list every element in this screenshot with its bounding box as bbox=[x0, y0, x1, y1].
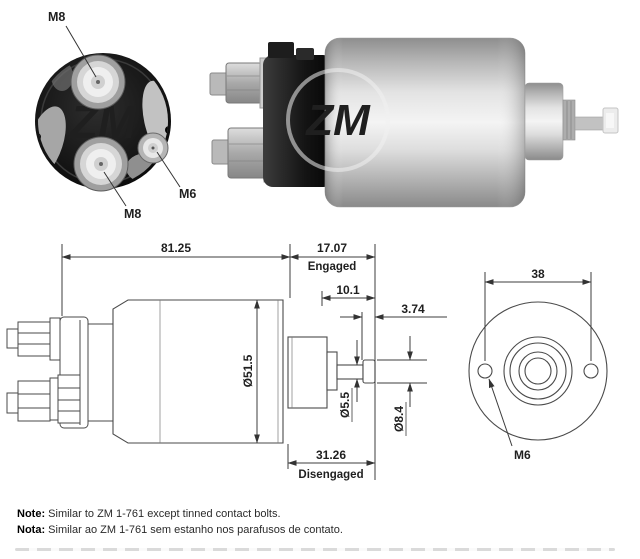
contact-bolt-top bbox=[209, 57, 271, 109]
nose bbox=[524, 82, 564, 161]
label-engaged: Engaged bbox=[308, 261, 357, 273]
side-view-dimensions bbox=[61, 244, 447, 480]
dim-body-diameter: Ø51.5 bbox=[241, 354, 255, 387]
leader-line-m8-top bbox=[65, 25, 97, 78]
bolt-tip bbox=[209, 72, 229, 96]
boss-ring bbox=[518, 351, 558, 391]
collar bbox=[562, 99, 576, 141]
front-view bbox=[468, 301, 608, 441]
side-view-bracket bbox=[6, 316, 113, 429]
bolt-hex-top bbox=[17, 321, 51, 357]
bolt-hex-bottom bbox=[17, 380, 51, 422]
contact-dot bbox=[96, 80, 100, 84]
leader-line-m6 bbox=[156, 151, 181, 188]
bore-circle bbox=[524, 357, 552, 385]
bolt-washer-bottom bbox=[49, 377, 59, 421]
leader-line-m6-thread bbox=[488, 378, 513, 447]
note-en: Note: Similar to ZM 1-761 except tinned … bbox=[17, 506, 343, 522]
nose-outline bbox=[287, 336, 328, 409]
plunger-shaft bbox=[574, 116, 604, 131]
dim-tip-diameter: Ø8.4 bbox=[392, 406, 406, 432]
note-pt-text: Similar ao ZM 1-761 sem estanho nos para… bbox=[45, 524, 343, 536]
note-pt: Nota: Similar ao ZM 1-761 sem estanho no… bbox=[17, 522, 343, 538]
dim-engaged-length: 17.07 bbox=[317, 241, 347, 255]
boss-ring bbox=[509, 342, 567, 400]
dim-hole-spacing: 38 bbox=[531, 267, 545, 281]
front-view-dimensions bbox=[484, 272, 592, 447]
note-en-text: Similar to ZM 1-761 except tinned contac… bbox=[45, 508, 281, 520]
front-view-dim-text: 38 M6 bbox=[514, 267, 545, 462]
dim-stroke: 10.1 bbox=[336, 283, 360, 297]
tip-outline bbox=[362, 359, 376, 384]
bolt-hex bbox=[227, 127, 267, 179]
notes-block: Note: Similar to ZM 1-761 except tinned … bbox=[17, 506, 343, 538]
contact-dot bbox=[99, 162, 103, 166]
left-bracket-highlight bbox=[38, 106, 66, 178]
label-disengaged: Disengaged bbox=[298, 469, 363, 481]
boss-ring bbox=[503, 336, 573, 406]
cap bbox=[263, 55, 333, 187]
bolt-tip bbox=[211, 139, 231, 165]
note-en-label: Note: bbox=[17, 508, 46, 520]
bolt-tip-top bbox=[6, 328, 19, 349]
watermark-text: ZM bbox=[304, 96, 371, 145]
mount-hole-left bbox=[477, 363, 493, 379]
m8-bottom-contact bbox=[73, 136, 129, 192]
m8-top-contact bbox=[70, 54, 126, 110]
label-m6-thread: M6 bbox=[514, 448, 531, 462]
cropped-text-remnant bbox=[15, 548, 615, 551]
note-pt-label: Nota: bbox=[17, 524, 46, 536]
zm-watermark: ZM bbox=[286, 68, 390, 172]
label-m6: M6 bbox=[179, 187, 196, 201]
bolt-tip-bottom bbox=[6, 392, 19, 414]
shaft-outline bbox=[336, 364, 364, 380]
bolt-washer-top bbox=[49, 317, 61, 361]
bolt-hex bbox=[225, 62, 263, 104]
terminal-dot bbox=[151, 146, 155, 150]
flange-outline bbox=[326, 351, 338, 391]
cap-tab-small bbox=[296, 48, 314, 60]
label-m8-top: M8 bbox=[48, 10, 65, 24]
label-m8-bottom: M8 bbox=[124, 207, 141, 221]
side-view-dim-text: 81.25 17.07 Engaged 10.1 3.74 Ø51.5 Ø5.5… bbox=[161, 241, 425, 481]
body-outline bbox=[112, 299, 284, 444]
dimension-drawing: 81.25 17.07 Engaged 10.1 3.74 Ø51.5 Ø5.5… bbox=[6, 241, 608, 481]
cap-tab bbox=[268, 42, 294, 58]
flange-circle bbox=[468, 301, 608, 441]
leader-line-m8-bottom bbox=[103, 171, 127, 207]
dim-overall-length: 81.25 bbox=[161, 241, 191, 255]
watermark-circle bbox=[286, 68, 390, 172]
mount-hole-right bbox=[583, 363, 599, 379]
m6-terminal bbox=[137, 132, 169, 164]
side-view bbox=[6, 299, 376, 444]
bolt-nut-bottom bbox=[57, 374, 81, 424]
end-view-photo: ZM M8 M8 bbox=[35, 10, 196, 221]
dim-disengaged-length: 31.26 bbox=[316, 448, 346, 462]
plastic-tip-groove bbox=[606, 113, 614, 128]
dim-tip-length: 3.74 bbox=[401, 302, 425, 316]
solenoid-body-shading bbox=[325, 38, 525, 207]
rivet-hole-right bbox=[165, 126, 168, 134]
side-photo: ZM bbox=[209, 37, 619, 208]
dim-shaft-diameter: Ø5.5 bbox=[338, 392, 352, 418]
